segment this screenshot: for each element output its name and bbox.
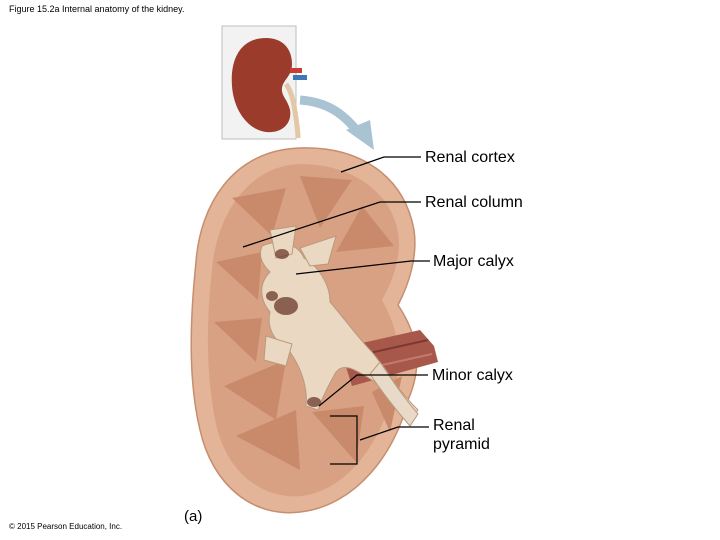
label-renal-column: Renal column: [425, 194, 523, 211]
label-renal-pyramid-line2: pyramid: [433, 436, 490, 453]
thumbnail-inset: [221, 25, 307, 140]
pointer-arrow: [299, 95, 374, 150]
thumbnail-kidney: [231, 38, 292, 133]
copyright-notice: © 2015 Pearson Education, Inc.: [9, 522, 123, 531]
figure-title: Figure 15.2a Internal anatomy of the kid…: [9, 4, 185, 14]
leader-minor-calyx: [318, 374, 428, 407]
panel-label: (a): [184, 508, 203, 525]
pyramid-bracket: [330, 415, 358, 465]
label-renal-pyramid: Renal pyramid: [433, 416, 490, 454]
label-minor-calyx: Minor calyx: [432, 367, 513, 384]
label-renal-pyramid-line1: Renal: [433, 417, 475, 434]
kidney-section: [190, 147, 438, 514]
label-renal-cortex: Renal cortex: [425, 149, 515, 166]
leader-renal-pyramid: [359, 426, 429, 441]
leader-renal-column: [242, 201, 421, 248]
renal-pyramids: [214, 176, 402, 470]
leader-lines: [242, 156, 430, 465]
label-major-calyx: Major calyx: [433, 253, 514, 270]
leader-major-calyx: [295, 260, 430, 275]
ureter: [369, 361, 419, 427]
leader-renal-cortex: [340, 156, 421, 173]
